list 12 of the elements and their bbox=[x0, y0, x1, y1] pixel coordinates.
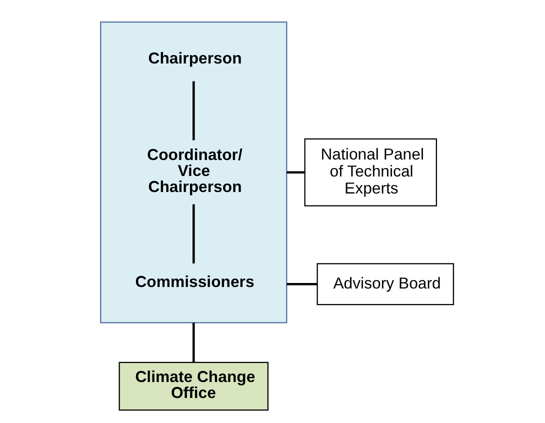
node-box: Advisory Board bbox=[316, 263, 454, 306]
connector bbox=[192, 322, 195, 362]
connector bbox=[192, 81, 195, 140]
node-box: National Panel of Technical Experts bbox=[304, 138, 438, 206]
node-text: Chairperson bbox=[148, 50, 242, 68]
connector bbox=[286, 282, 318, 286]
node-text: Commissioners bbox=[135, 274, 254, 292]
node-text: Coordinator/ Vice Chairperson bbox=[147, 147, 242, 196]
connector bbox=[192, 204, 195, 264]
connector bbox=[286, 171, 304, 174]
node-box: Climate Change Office bbox=[118, 362, 269, 411]
cluster bbox=[100, 21, 288, 324]
